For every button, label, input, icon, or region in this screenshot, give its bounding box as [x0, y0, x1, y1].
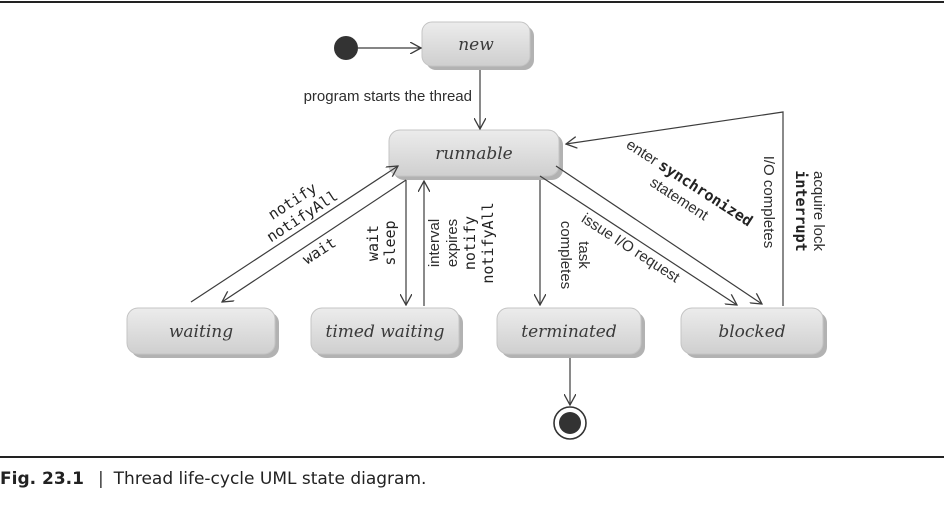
arrow-runnable-to-waiting	[222, 179, 407, 302]
final-state-icon	[553, 406, 587, 440]
arrow-runnable-to-blocked-sync	[555, 165, 762, 304]
initial-state-icon	[334, 36, 358, 60]
label-issue-io: issue I/O request	[578, 210, 683, 286]
state-new: new	[421, 21, 534, 70]
label-notifyall-2: notifyAll	[479, 202, 497, 283]
caption-separator: |	[97, 469, 104, 489]
label-task: task	[575, 241, 592, 269]
state-terminated: terminated	[496, 307, 645, 358]
state-timed-waiting: timed waiting	[310, 307, 463, 358]
label-wait-2: wait	[364, 225, 382, 261]
caption-text: Thread life-cycle UML state diagram.	[113, 469, 427, 489]
figure-number: Fig. 23.1	[0, 469, 84, 489]
state-blocked: blocked	[680, 307, 827, 358]
state-waiting: waiting	[126, 307, 279, 358]
label-notify-2: notify	[461, 216, 479, 270]
label-interrupt: interrupt	[792, 170, 810, 251]
state-timed-waiting-label: timed waiting	[326, 322, 445, 342]
state-blocked-label: blocked	[718, 322, 785, 342]
label-sleep: sleep	[381, 220, 399, 265]
state-terminated-label: terminated	[521, 322, 617, 342]
state-runnable: runnable	[388, 129, 563, 180]
label-io-completes: I/O completes	[760, 156, 777, 249]
label-acquire-lock: acquire lock	[810, 171, 827, 252]
arrow-blocked-to-runnable	[566, 111, 784, 306]
arrow-runnable-to-blocked-io	[539, 175, 737, 305]
state-new-label: new	[458, 35, 494, 55]
label-expires: expires	[444, 219, 461, 267]
state-runnable-label: runnable	[435, 144, 513, 164]
arrow-waiting-to-runnable	[190, 166, 398, 303]
figure-caption: Fig. 23.1 | Thread life-cycle UML state di…	[0, 469, 426, 489]
state-waiting-label: waiting	[169, 322, 233, 342]
label-interval: interval	[426, 219, 443, 267]
label-program-starts: program starts the thread	[304, 88, 472, 105]
label-wait-1: wait	[299, 233, 339, 268]
label-completes: completes	[557, 221, 574, 289]
